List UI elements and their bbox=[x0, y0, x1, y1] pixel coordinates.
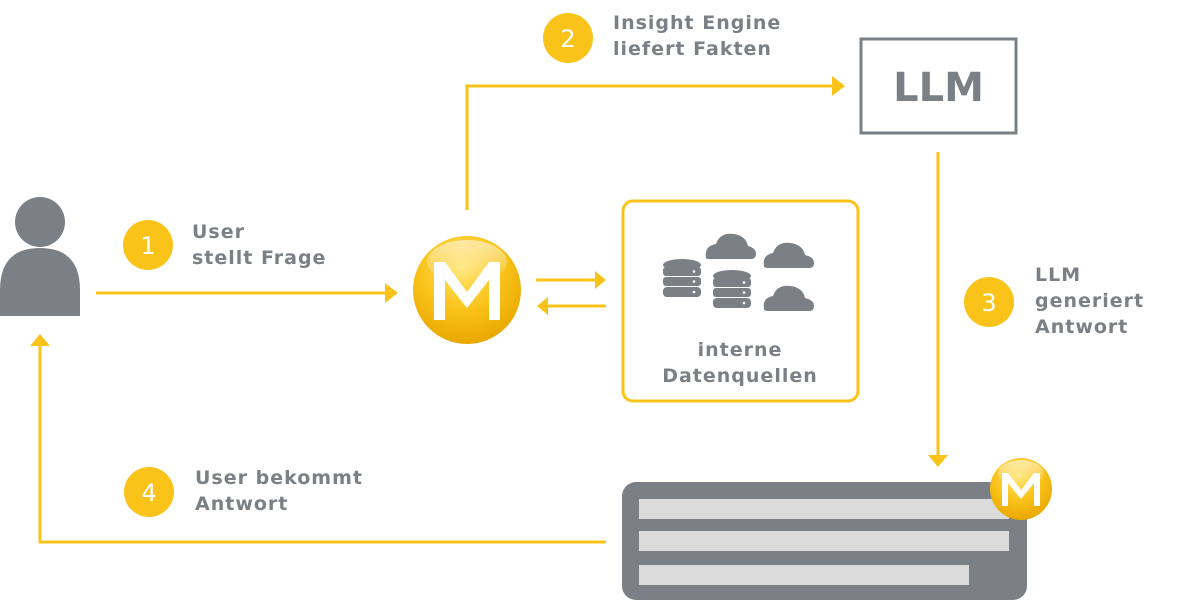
m-logo-small-icon bbox=[990, 458, 1052, 520]
arrow-user-to-engine bbox=[96, 283, 398, 303]
step-3-label-line1: LLM bbox=[1035, 264, 1081, 286]
step-4-label-line2: Antwort bbox=[195, 493, 288, 515]
answer-line bbox=[639, 565, 969, 585]
step-2-label-line2: liefert Fakten bbox=[613, 38, 772, 60]
data-sources-label-line1: interne bbox=[698, 339, 783, 361]
arrow-answer-to-user bbox=[30, 334, 606, 544]
step-3-label-line2: generiert bbox=[1035, 290, 1144, 312]
cloud-icon bbox=[763, 242, 814, 268]
step-2-label-line1: Insight Engine bbox=[613, 12, 781, 34]
step-4-number: 4 bbox=[141, 479, 156, 507]
step-3-badge: 3 bbox=[964, 277, 1014, 327]
llm-box: LLM bbox=[859, 37, 1018, 135]
step-2-number: 2 bbox=[560, 25, 575, 53]
answer-panel bbox=[622, 482, 1027, 600]
database-icon bbox=[713, 270, 751, 308]
step-3-label-line3: Antwort bbox=[1035, 316, 1128, 338]
step-1-label-line1: User bbox=[192, 221, 245, 243]
answer-line bbox=[639, 499, 1009, 519]
data-sources-box: interne Datenquellen bbox=[621, 199, 860, 403]
m-logo-icon bbox=[413, 236, 521, 344]
person-icon bbox=[0, 197, 80, 316]
step-4-badge: 4 bbox=[124, 467, 174, 517]
cloud-icon bbox=[705, 233, 756, 259]
step-1-label-line2: stellt Frage bbox=[192, 247, 326, 269]
answer-line bbox=[639, 531, 1009, 551]
step-3-number: 3 bbox=[981, 289, 996, 317]
step-1-number: 1 bbox=[140, 232, 155, 260]
cloud-icon bbox=[763, 285, 814, 311]
arrow-engine-to-datasources bbox=[536, 271, 606, 289]
database-icon bbox=[663, 259, 701, 297]
step-1-badge: 1 bbox=[123, 220, 173, 270]
arrow-llm-to-answer bbox=[928, 152, 948, 467]
arrow-engine-to-llm bbox=[465, 76, 845, 210]
llm-label: LLM bbox=[893, 65, 984, 111]
step-4-label-line1: User bekommt bbox=[195, 467, 363, 489]
data-sources-label-line2: Datenquellen bbox=[662, 365, 818, 387]
step-2-badge: 2 bbox=[543, 13, 593, 63]
arrow-datasources-to-engine bbox=[537, 297, 606, 315]
